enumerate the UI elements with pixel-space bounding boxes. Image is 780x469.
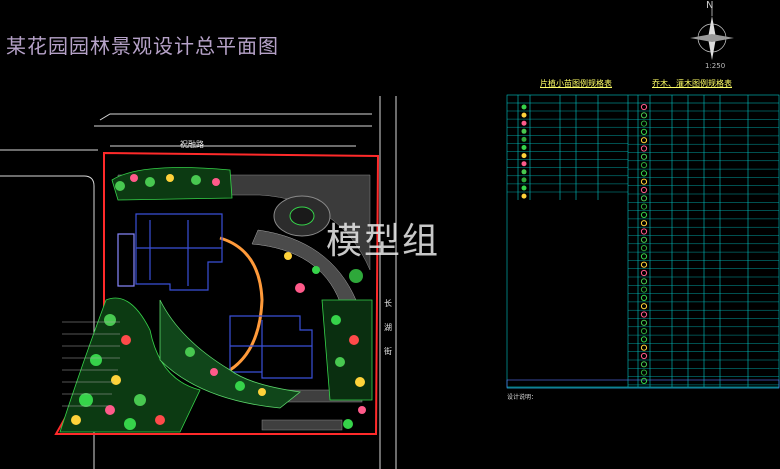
shrub-table-title: 片植小苗图例规格表 <box>540 79 612 88</box>
legend-tables <box>506 94 780 389</box>
legend-symbol <box>640 220 648 227</box>
notes-heading: 设计说明： <box>507 394 538 401</box>
legend-symbol <box>640 228 648 235</box>
legend-symbol <box>640 377 648 384</box>
planting-areas <box>59 167 373 433</box>
legend-symbol <box>521 161 527 167</box>
legend-symbol <box>640 203 648 210</box>
legend-symbol <box>640 178 648 185</box>
legend-symbol <box>640 120 648 127</box>
scale-label: 1:250 <box>705 62 726 70</box>
north-label: N <box>706 0 714 11</box>
legend-symbol <box>521 193 527 199</box>
legend-symbol <box>640 145 648 152</box>
legend-symbol <box>521 120 527 126</box>
watermark: 模型组 <box>326 221 441 262</box>
legend-symbol <box>640 352 648 360</box>
legend-symbol <box>640 170 648 177</box>
legend-symbol <box>640 128 648 135</box>
legend-symbol <box>640 112 648 119</box>
legend-symbol <box>521 185 527 191</box>
legend-symbol <box>640 195 648 202</box>
legend-symbol <box>640 211 648 218</box>
drawing-title: 某花园园林景观设计总平面图 <box>6 34 279 58</box>
legend-symbol <box>521 153 527 159</box>
legend-symbol <box>640 253 648 260</box>
tree-table-title: 乔木、灌木图例规格表 <box>652 79 732 88</box>
legend-symbol <box>640 186 648 194</box>
legend-symbol <box>640 245 648 252</box>
road-label-north: 祝融路 <box>180 140 204 149</box>
legend-symbol <box>640 137 648 144</box>
legend-symbol <box>640 294 648 301</box>
road-label-east-1: 长 <box>384 299 392 308</box>
legend-symbol <box>521 145 527 150</box>
legend-symbol <box>521 177 527 183</box>
legend-symbol <box>640 269 648 277</box>
legend-symbol <box>640 311 648 318</box>
legend-symbol <box>640 303 648 310</box>
legend-symbol <box>640 236 648 243</box>
legend-symbol <box>521 169 527 175</box>
legend-symbol <box>640 369 648 376</box>
legend-symbol <box>640 278 648 285</box>
building-footprints <box>117 213 313 379</box>
legend-symbol <box>640 286 648 293</box>
road-label-east-3: 街 <box>384 347 392 356</box>
road-lines <box>0 96 397 469</box>
legend-symbol <box>640 344 648 351</box>
legend-symbol <box>640 261 648 268</box>
legend-symbol <box>640 361 648 368</box>
road-label-east-2: 湖 <box>384 323 392 332</box>
legend-symbol <box>640 328 648 335</box>
legend-symbol <box>640 103 648 111</box>
legend-symbol <box>521 136 527 142</box>
north-arrow-compass <box>690 8 734 60</box>
legend-table-rows <box>507 103 779 386</box>
legend-symbol <box>640 153 648 160</box>
legend-symbol <box>640 162 648 169</box>
legend-symbol <box>640 319 648 326</box>
annotation-leaders <box>62 321 120 407</box>
legend-symbol <box>521 128 527 134</box>
legend-symbol <box>521 104 527 110</box>
legend-symbol <box>521 112 527 118</box>
legend-symbol <box>640 336 648 343</box>
